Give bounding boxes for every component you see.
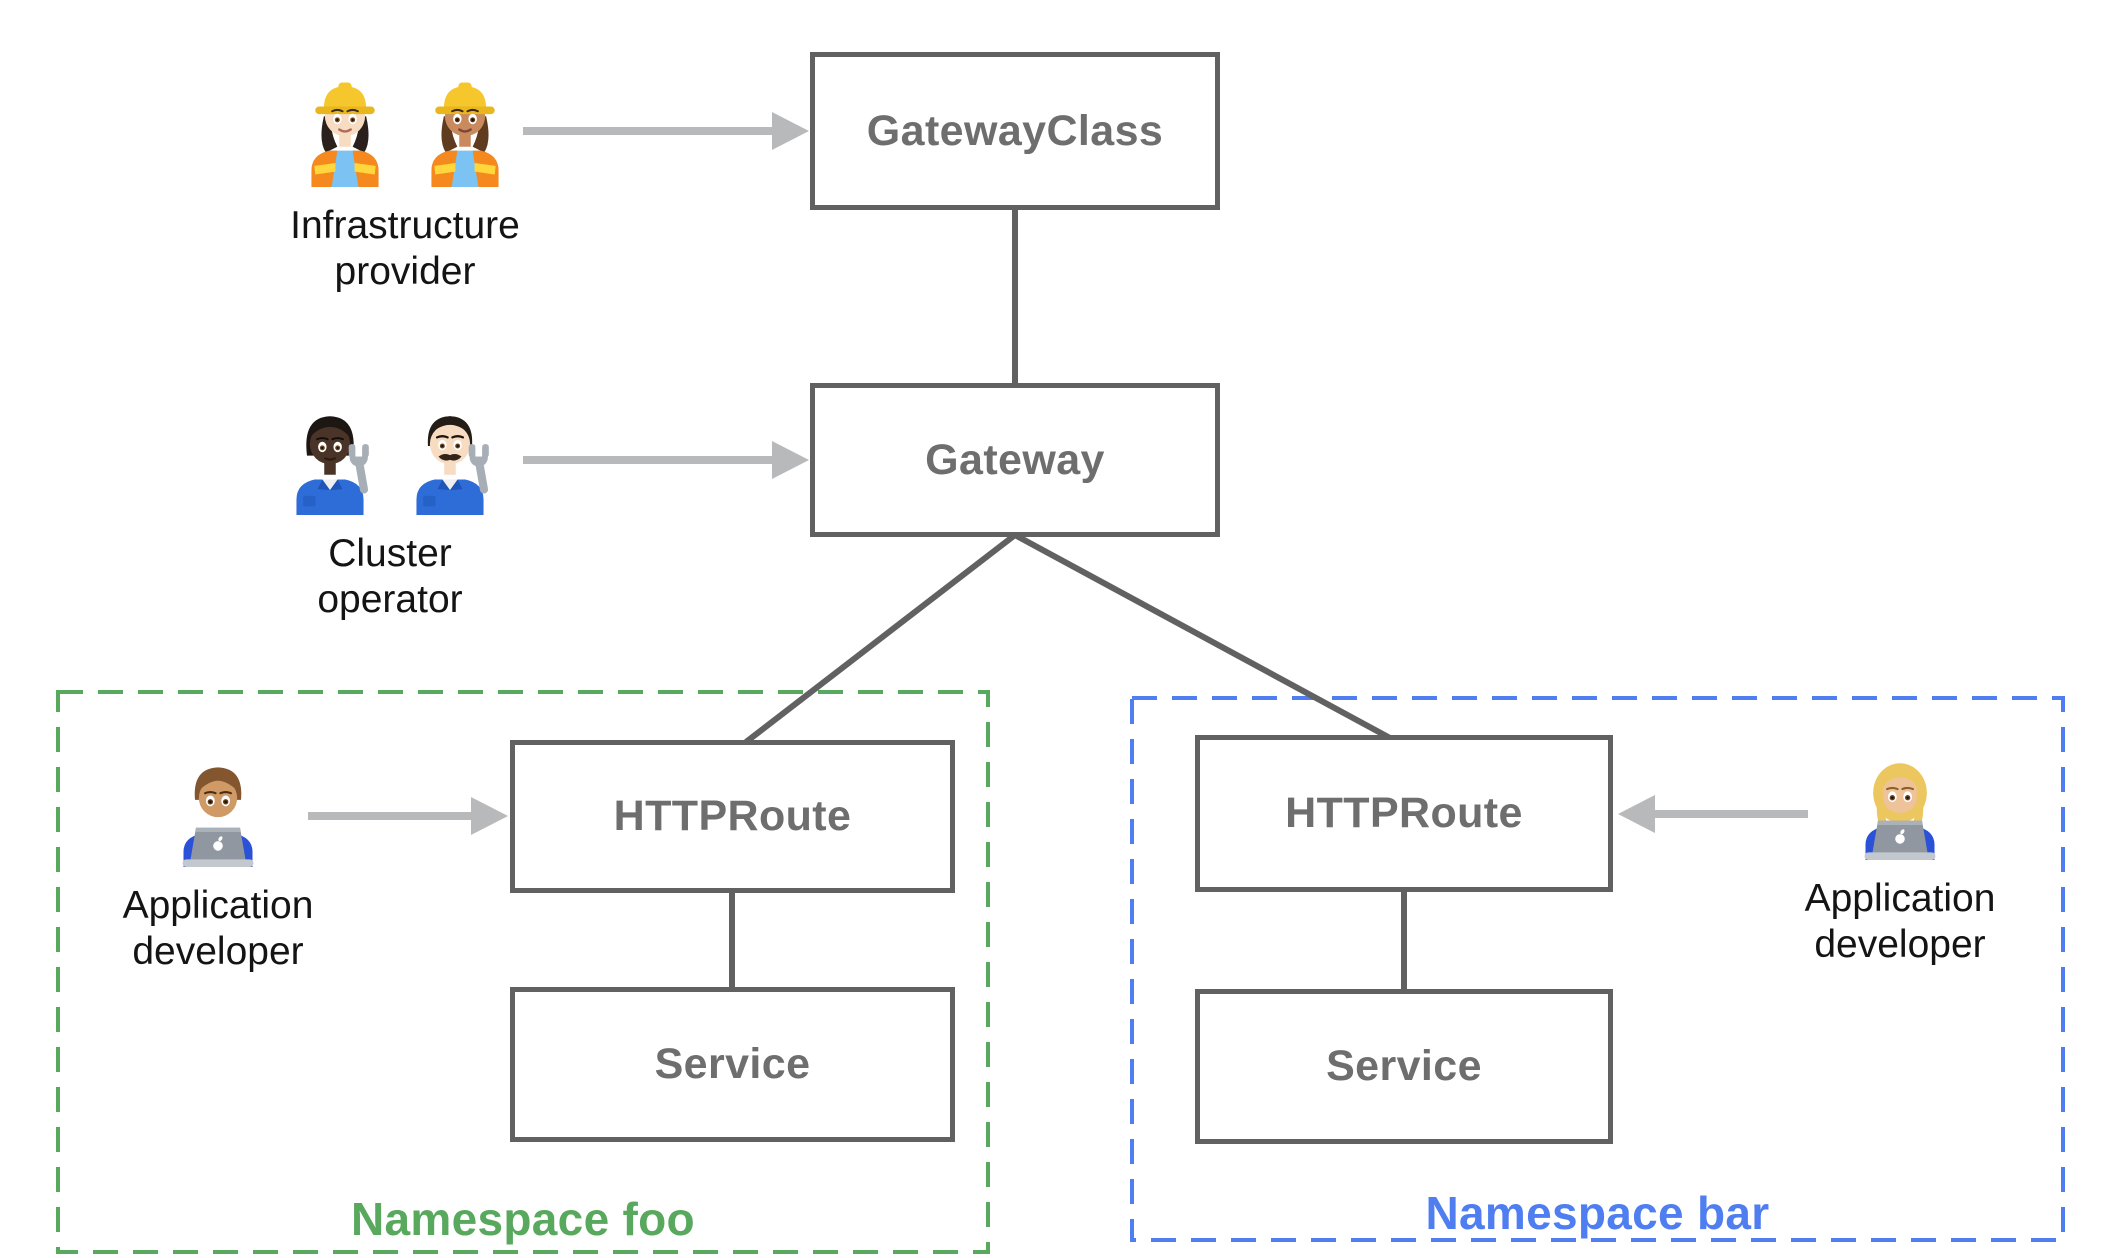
node-httproute-bar-label: HTTPRoute	[1285, 789, 1523, 837]
infrastructure-provider-label-line1: Infrastructure	[290, 204, 520, 247]
woman-construction-worker-light-skin-icon	[311, 82, 379, 187]
application-developer-foo-label-line2: developer	[132, 930, 304, 973]
node-service-bar: Service	[1195, 989, 1613, 1144]
laptop-icon	[1864, 820, 1936, 860]
node-httproute-foo: HTTPRoute	[510, 740, 955, 893]
cluster-operator-label-line2: operator	[317, 578, 463, 621]
cluster-operator-label: Cluster operator	[317, 531, 462, 623]
application-developer-bar-icons	[1847, 745, 1953, 860]
persona-application-developer-bar: Application developer	[1700, 745, 2100, 968]
application-developer-bar-label-line2: developer	[1814, 923, 1986, 966]
node-gateway: Gateway	[810, 383, 1220, 537]
application-developer-foo-icons	[165, 752, 271, 867]
arrow-application-developer-to-httproute-bar	[1618, 795, 1808, 833]
edge-gateway-httproute-foo	[744, 532, 1017, 745]
cluster-operator-label-line1: Cluster	[328, 532, 452, 575]
wrench-icon	[348, 442, 369, 494]
woman-construction-worker-medium-skin-icon	[431, 82, 499, 187]
woman-technologist-icon	[1864, 763, 1936, 860]
persona-infrastructure-provider: Infrastructure provider	[205, 72, 605, 295]
man-mechanic-light-skin-icon	[416, 416, 489, 515]
node-httproute-bar: HTTPRoute	[1195, 735, 1613, 892]
application-developer-foo-label: Application developer	[123, 883, 314, 975]
mechanic-dark-skin-icon	[296, 416, 369, 515]
node-gatewayclass-label: GatewayClass	[866, 106, 1164, 155]
node-httproute-foo-label: HTTPRoute	[613, 792, 852, 840]
edge-gateway-httproute-bar	[1013, 532, 1392, 741]
infrastructure-provider-label: Infrastructure provider	[290, 203, 520, 295]
namespace-bar-boundary	[1130, 696, 2065, 1242]
arrow-application-developer-to-httproute-foo	[308, 797, 508, 835]
infrastructure-provider-label-line2: provider	[334, 250, 476, 293]
namespace-foo-boundary	[56, 690, 990, 1254]
laptop-icon	[182, 827, 254, 867]
node-service-bar-label: Service	[1326, 1042, 1482, 1090]
persona-cluster-operator: Cluster operator	[190, 400, 590, 623]
node-service-foo: Service	[510, 987, 955, 1142]
namespace-bar-label: Namespace bar	[1425, 1187, 1770, 1239]
infrastructure-provider-icons	[297, 72, 513, 187]
node-gateway-label: Gateway	[925, 435, 1105, 484]
arrow-cluster-operator-to-gateway	[523, 441, 809, 479]
application-developer-bar-label-line1: Application	[1804, 877, 1996, 920]
application-developer-bar-label: Application developer	[1805, 876, 1996, 968]
node-gatewayclass: GatewayClass	[810, 52, 1220, 210]
persona-application-developer-foo: Application developer	[18, 752, 418, 975]
namespace-foo-label: Namespace foo	[351, 1193, 695, 1245]
arrow-infrastructure-provider-to-gatewayclass	[523, 112, 809, 150]
cluster-operator-icons	[277, 400, 503, 515]
node-service-foo-label: Service	[654, 1040, 811, 1088]
man-technologist-icon	[182, 767, 254, 867]
wrench-icon	[468, 442, 489, 494]
application-developer-foo-label-line1: Application	[122, 884, 314, 927]
